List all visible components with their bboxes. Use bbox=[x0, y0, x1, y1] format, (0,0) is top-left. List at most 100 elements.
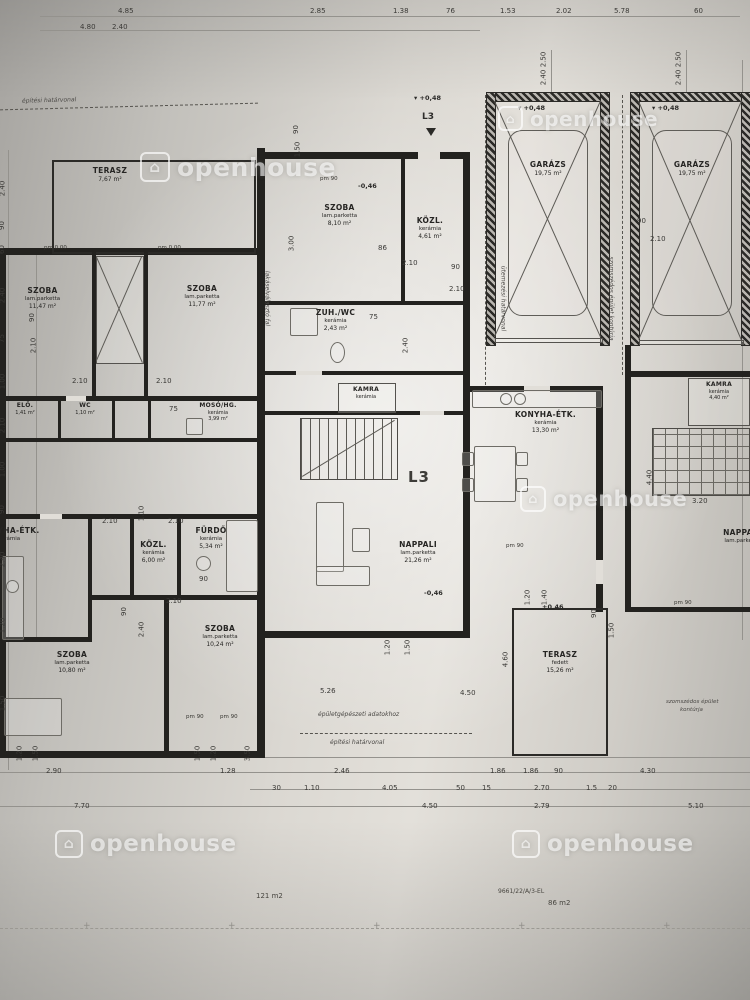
dimension: 75 bbox=[0, 334, 6, 343]
room-name: SZOBA bbox=[204, 624, 236, 633]
room-floor: kerámia bbox=[0, 535, 21, 542]
pantry-outline bbox=[688, 378, 750, 426]
level-value: +0,48 bbox=[657, 104, 680, 112]
watermark: ⌂ openhouse bbox=[512, 830, 694, 858]
dimension: 4.60 bbox=[501, 651, 510, 668]
dimension: 1.50 bbox=[0, 695, 7, 712]
building-boundary-dashed-line bbox=[300, 733, 472, 734]
dimension: 4.40 bbox=[645, 469, 654, 486]
room-label-szoba-left: SZOBA lam.parketta 11,47 m² bbox=[0, 286, 85, 311]
garage-door-line bbox=[495, 338, 603, 343]
wall bbox=[625, 607, 750, 612]
faint-dashed-line bbox=[0, 928, 750, 929]
room-label-kozl-left: KÖZL. kerámia 6,00 m² bbox=[126, 540, 181, 565]
dimension: 4.30 bbox=[640, 767, 656, 775]
room-floor: kerámia bbox=[207, 409, 229, 416]
watermark-text: openhouse bbox=[90, 831, 237, 857]
dimension: 1.20 bbox=[0, 617, 7, 634]
kitchen-counter bbox=[2, 556, 24, 640]
room-name: TERASZ bbox=[92, 166, 128, 175]
footer-area-right: 86 m2 bbox=[548, 899, 571, 907]
wall bbox=[0, 396, 261, 401]
room-name: KAMRA bbox=[352, 386, 380, 393]
dimension: 90 bbox=[27, 313, 36, 322]
room-floor: fedett bbox=[551, 659, 569, 666]
room-label-moso: MOSÓ/HG. kerámia 3,99 m² bbox=[178, 402, 258, 423]
room-name: GARÁZS bbox=[673, 160, 711, 169]
chair bbox=[462, 478, 474, 492]
room-label-kamra-center: KAMRA kerámia bbox=[336, 386, 396, 400]
level-value: +0,48 bbox=[523, 104, 546, 112]
dimension: 2.40 bbox=[112, 23, 128, 31]
survey-cross: + bbox=[663, 921, 671, 931]
room-area: 19,75 m² bbox=[678, 169, 706, 177]
room-floor: lam.parketta bbox=[54, 659, 90, 666]
dimension: 1.50 bbox=[31, 745, 40, 762]
room-name: ZUH./WC bbox=[315, 308, 356, 317]
bed bbox=[4, 698, 62, 736]
dimension: 1.86 bbox=[523, 767, 539, 775]
room-floor: lam.parketta bbox=[24, 295, 61, 302]
wall bbox=[262, 631, 470, 638]
survey-cross: + bbox=[83, 921, 91, 931]
dimension: 2.10 bbox=[0, 417, 7, 434]
dimension: 2.10 bbox=[168, 517, 184, 525]
dimension: 1.86 bbox=[490, 767, 506, 775]
room-name: MOSÓ/HG. bbox=[199, 402, 237, 409]
dimension: 2.50 bbox=[539, 51, 548, 68]
level-mark: -0,46 bbox=[358, 182, 377, 190]
dimension: 2.46 bbox=[334, 767, 350, 775]
room-area: 7,67 m² bbox=[98, 175, 122, 183]
chair bbox=[462, 452, 474, 466]
house-icon: ⌂ bbox=[512, 830, 540, 858]
dimension: 75 bbox=[169, 405, 178, 413]
watermark-text: openhouse bbox=[547, 831, 694, 857]
dim-line bbox=[551, 50, 552, 95]
coffee-table bbox=[352, 528, 370, 552]
room-area: 21,26 m² bbox=[404, 556, 432, 564]
dimension: 1.53 bbox=[500, 7, 516, 15]
wall bbox=[625, 371, 750, 377]
room-label-kamra-right: KAMRA kerámia 4,40 m² bbox=[686, 381, 750, 402]
pm-mark: pm 90 bbox=[506, 543, 524, 549]
dimension: 90 bbox=[119, 607, 128, 616]
door-opening bbox=[296, 371, 322, 375]
room-name: SZOBA bbox=[324, 203, 355, 212]
dim-line bbox=[36, 250, 37, 640]
level-mark: -0,46 bbox=[424, 589, 443, 597]
note-boundary-top: építési határvonal bbox=[21, 96, 77, 105]
dim-line bbox=[0, 757, 750, 758]
room-name: GARÁZS bbox=[529, 160, 567, 169]
dimension: 90 bbox=[291, 125, 300, 134]
dimension: 1.5 bbox=[586, 784, 598, 792]
room-area: 13,30 m² bbox=[531, 426, 560, 434]
door-opening bbox=[524, 386, 550, 392]
dimension: 90 bbox=[0, 505, 6, 514]
door-opening bbox=[40, 514, 62, 519]
door-opening bbox=[420, 411, 444, 415]
dimension: 90 bbox=[554, 767, 563, 775]
pm-mark: pm 90 bbox=[220, 714, 238, 720]
garage-wall bbox=[486, 92, 496, 346]
wall bbox=[463, 152, 470, 638]
room-floor: kerámia bbox=[199, 535, 223, 542]
door-opening bbox=[596, 560, 603, 584]
note-right-2: kontúrja bbox=[680, 707, 703, 713]
room-label-nappali-right: NAPPALI lam.parketta bbox=[702, 528, 750, 545]
wall bbox=[262, 411, 468, 415]
level-arrow-icon: ▾ bbox=[414, 94, 418, 102]
wall bbox=[112, 396, 115, 441]
note-vertical-neighbour: szomszédos épület kontúrja bbox=[607, 256, 615, 341]
level-mark: +0,46 bbox=[542, 603, 564, 611]
pm-mark: pm 0,00 bbox=[44, 245, 67, 251]
room-floor: lam.parketta bbox=[184, 293, 220, 300]
dimension: 2.40 bbox=[0, 551, 7, 568]
wall bbox=[58, 396, 61, 441]
note-bottom-2: építési határvonal bbox=[330, 739, 385, 746]
dimension: 2.40 bbox=[401, 337, 410, 354]
pm-mark: pm 90 bbox=[320, 176, 338, 182]
wall bbox=[0, 751, 262, 758]
wall bbox=[148, 396, 151, 441]
wall bbox=[596, 386, 603, 612]
room-floor: kerámia bbox=[324, 317, 347, 324]
